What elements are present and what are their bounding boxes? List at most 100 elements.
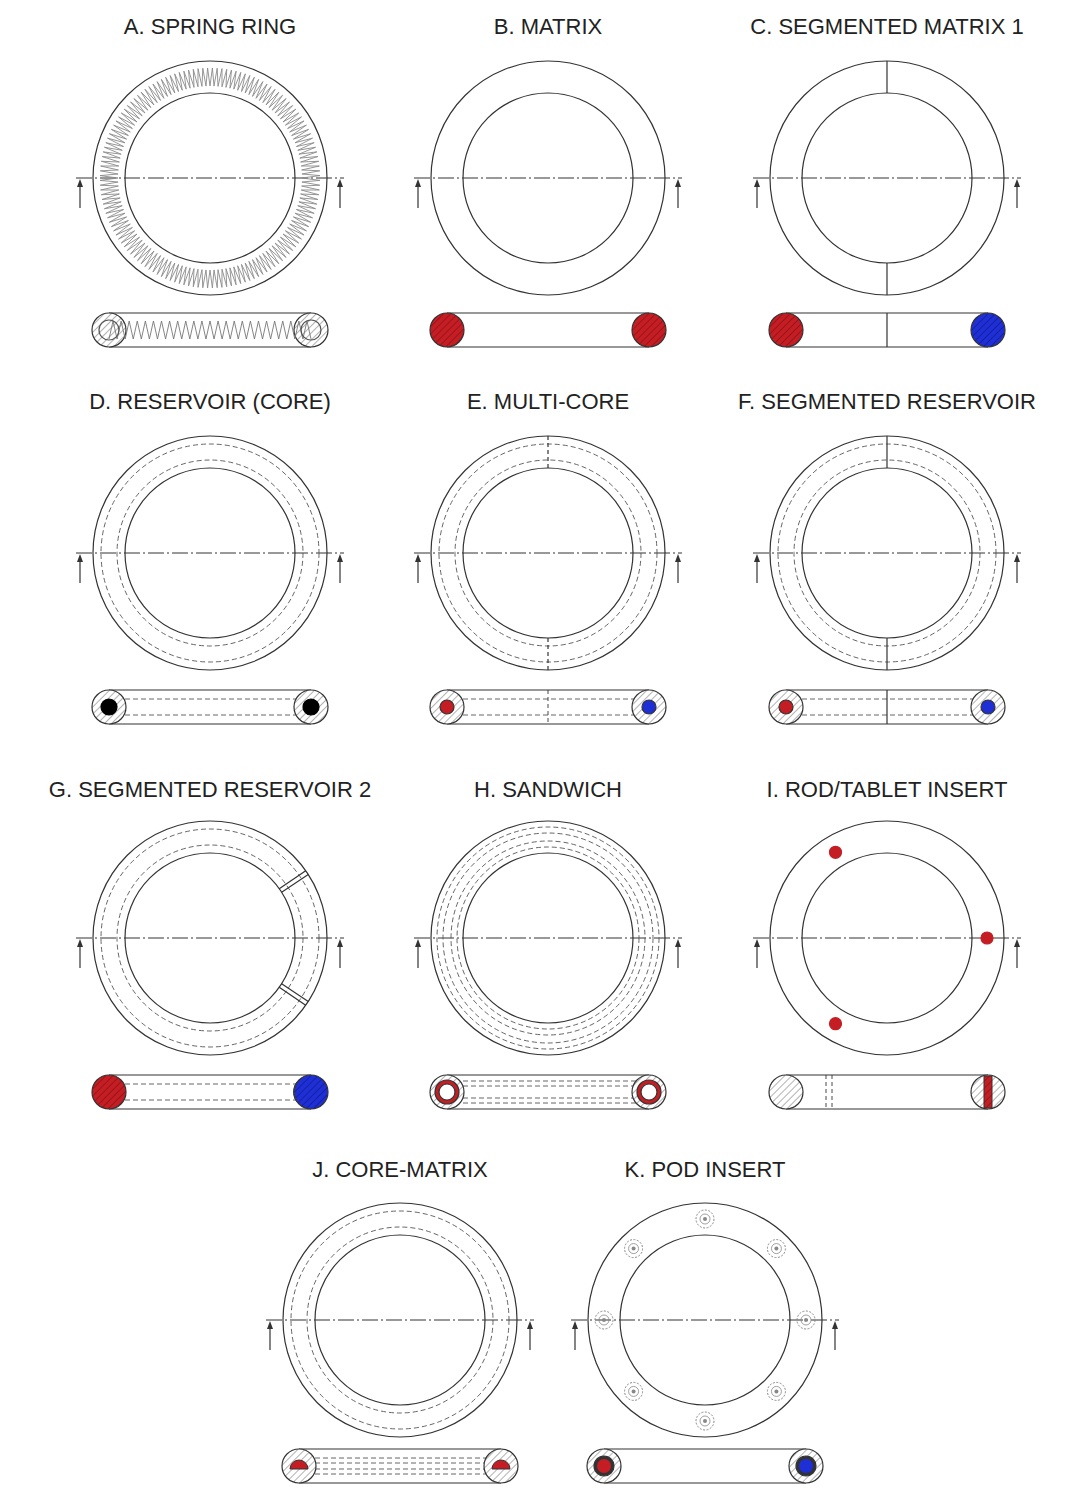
ring-line: [109, 723, 311, 724]
ring-line: [76, 938, 344, 939]
ring-shape: [599, 1315, 609, 1325]
ring-line: [266, 1320, 534, 1321]
ring-shape: [632, 1389, 636, 1393]
ring-line: [79, 559, 80, 583]
ring-line: [677, 944, 678, 968]
ring-shape: [637, 1080, 661, 1104]
ring-line: [279, 871, 305, 889]
ring-shape: [771, 1386, 781, 1396]
section-arrow: [77, 554, 83, 562]
ring-line: [447, 346, 649, 347]
ring-shape: [778, 444, 996, 662]
ring-line: [447, 312, 649, 313]
panel-title: G. SEGMENTED RESERVOIR 2: [49, 777, 371, 802]
ring-shape: [696, 1412, 714, 1430]
ring-shape: [282, 1449, 316, 1483]
ring-shape: [294, 690, 328, 724]
ring-shape: [629, 1244, 639, 1254]
panel-title: D. RESERVOIR (CORE): [89, 389, 331, 414]
ring-line: [109, 346, 311, 347]
ring-shape: [971, 313, 1005, 347]
ring-line: [753, 178, 1021, 179]
ring-line: [299, 1448, 501, 1449]
ring-line: [269, 1326, 270, 1350]
ring-line: [109, 1074, 311, 1075]
ring-panel: [266, 1203, 534, 1483]
ring-shape: [443, 833, 653, 1043]
ring-panel: [414, 61, 682, 347]
ring-line: [447, 1103, 649, 1104]
ring-shape: [291, 1211, 509, 1429]
ring-line: [529, 1326, 530, 1350]
section-arrow: [1014, 939, 1020, 947]
ring-line: [886, 263, 887, 295]
ring-line: [109, 312, 311, 313]
ring-line: [447, 1074, 649, 1075]
ring-shape: [767, 1382, 785, 1400]
ring-shape: [774, 1247, 778, 1251]
ring-shape: [437, 827, 659, 1049]
ring-line: [1016, 184, 1017, 208]
section-arrow: [337, 939, 343, 947]
ring-line: [299, 1469, 501, 1470]
ring-line: [886, 436, 887, 468]
ring-line: [574, 1326, 575, 1350]
panel-title: A. SPRING RING: [124, 14, 296, 39]
section-arrow: [415, 179, 421, 187]
rod-insert: [984, 1076, 992, 1108]
section-arrow: [267, 1321, 273, 1329]
ring-shape: [625, 1382, 643, 1400]
ring-line: [756, 944, 757, 968]
ring-line: [109, 1100, 311, 1101]
ring-shape: [700, 1214, 710, 1224]
section-arrow: [77, 179, 83, 187]
section-arrow: [1014, 179, 1020, 187]
ring-line: [786, 1108, 988, 1109]
ring-line: [548, 690, 549, 724]
section-arrow: [337, 179, 343, 187]
ring-line: [886, 690, 887, 724]
section-arrow: [77, 939, 83, 947]
ring-panel: [414, 436, 682, 724]
ring-line: [339, 944, 340, 968]
ring-shape: [769, 313, 803, 347]
ring-shape: [301, 320, 321, 340]
ring-shape: [455, 460, 641, 646]
ring-line: [447, 1108, 649, 1109]
ring-panel: [753, 436, 1021, 724]
ring-line: [76, 553, 344, 554]
ring-line: [604, 1448, 806, 1449]
ring-line: [417, 944, 418, 968]
ring-shape: [971, 1075, 1005, 1109]
ring-line: [826, 1075, 827, 1109]
ring-shape: [101, 699, 117, 715]
section-arrow: [527, 1321, 533, 1329]
ring-line: [299, 1463, 501, 1464]
ring-line: [299, 1482, 501, 1483]
ring-shape: [457, 847, 639, 1029]
panel-title: I. ROD/TABLET INSERT: [767, 777, 1008, 802]
segment-gap: [294, 1080, 299, 1104]
ring-shape: [594, 1456, 614, 1476]
ring-shape: [799, 1459, 813, 1473]
ring-line: [604, 1482, 806, 1483]
ring-shape: [789, 1449, 823, 1483]
ring-line: [832, 1075, 833, 1109]
ring-shape: [632, 690, 666, 724]
ring-shape: [629, 1386, 639, 1396]
ring-shape: [641, 1084, 657, 1100]
ring-shape: [632, 313, 666, 347]
ring-shape: [484, 1449, 518, 1483]
ring-shape: [92, 1075, 126, 1109]
ring-shape: [117, 460, 303, 646]
ring-line: [109, 1084, 311, 1085]
ring-shape: [632, 1247, 636, 1251]
panel-title: E. MULTI-CORE: [467, 389, 629, 414]
ring-shape: [440, 700, 454, 714]
ring-shape: [587, 1449, 621, 1483]
ring-line: [1016, 559, 1017, 583]
ring-shape: [294, 313, 328, 347]
ring-line: [786, 1074, 988, 1075]
